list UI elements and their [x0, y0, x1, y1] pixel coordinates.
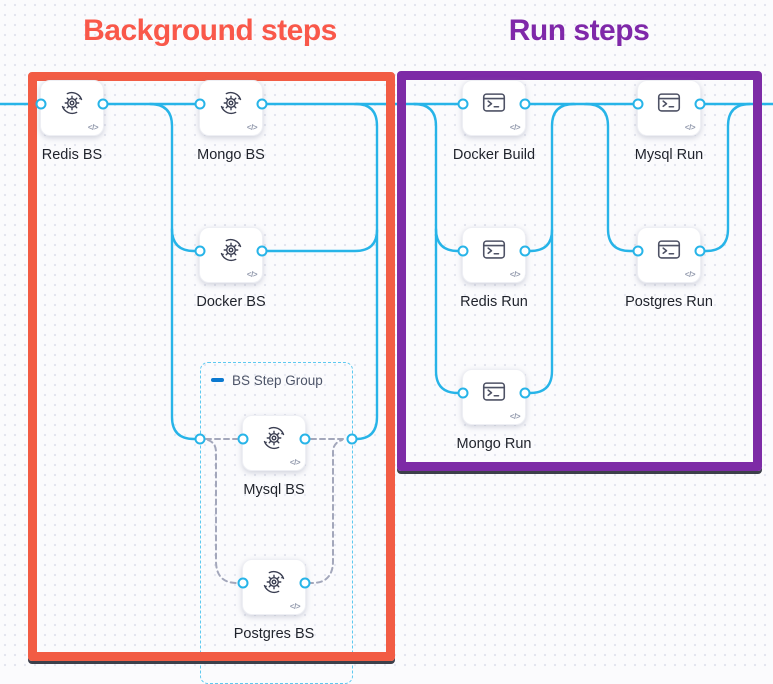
connector-port[interactable] — [457, 245, 469, 257]
step-card[interactable]: </> — [462, 80, 526, 136]
code-brackets-icon: </> — [684, 270, 696, 279]
connector-port[interactable] — [519, 245, 531, 257]
step-node-mongo-bs[interactable]: </> Mongo BS — [163, 80, 299, 163]
connector-port[interactable] — [457, 98, 469, 110]
background-step-icon — [220, 238, 242, 262]
postgresrun-in — [584, 102, 639, 253]
step-label: Postgres Run — [625, 294, 713, 310]
step-node-redis-bs[interactable]: </> Redis BS — [4, 80, 140, 163]
connector-port[interactable] — [299, 433, 311, 445]
connector-port[interactable] — [256, 245, 268, 257]
run-left-trunk — [412, 102, 464, 395]
connector-port[interactable] — [256, 98, 268, 110]
code-brackets-icon: </> — [87, 123, 99, 132]
connector-port[interactable] — [694, 98, 706, 110]
code-brackets-icon: </> — [246, 123, 258, 132]
connector-port[interactable] — [457, 387, 469, 399]
code-brackets-icon: </> — [289, 458, 301, 467]
step-card[interactable]: </> — [242, 559, 306, 615]
connector-port[interactable] — [35, 98, 47, 110]
terminal-icon — [482, 382, 506, 401]
step-label: Postgres BS — [233, 626, 315, 642]
postgresrun-out — [699, 102, 752, 253]
step-card[interactable]: </> — [462, 369, 526, 425]
connector-port[interactable] — [694, 245, 706, 257]
postgresbs-return-right — [307, 439, 343, 584]
background-step-icon — [61, 91, 83, 115]
bs-step-group-label: BS Step Group — [232, 372, 323, 388]
code-brackets-icon: </> — [509, 270, 521, 279]
connector-port[interactable] — [97, 98, 109, 110]
connector-port[interactable] — [632, 98, 644, 110]
connector-port[interactable] — [346, 433, 358, 445]
step-label: Docker BS — [196, 294, 266, 310]
step-node-postgres-run[interactable]: </> Postgres Run — [601, 227, 737, 310]
dockerbs-out — [260, 228, 379, 253]
bg-right-trunk — [352, 102, 379, 441]
code-brackets-icon: </> — [289, 602, 301, 611]
run-return-trunk — [524, 102, 576, 395]
connector-port[interactable] — [194, 98, 206, 110]
connector-port[interactable] — [299, 577, 311, 589]
step-label: Mongo Run — [456, 436, 532, 452]
connector-port[interactable] — [519, 387, 531, 399]
connector-port[interactable] — [237, 577, 249, 589]
terminal-icon — [657, 93, 681, 112]
mysqlbs-to-postgresbs-left — [207, 439, 238, 584]
code-brackets-icon: </> — [509, 123, 521, 132]
connector-port[interactable] — [632, 245, 644, 257]
step-card[interactable]: </> — [637, 227, 701, 283]
step-node-redis-run[interactable]: </> Redis Run — [426, 227, 562, 310]
step-label: Mongo BS — [197, 147, 265, 163]
step-card[interactable]: </> — [199, 227, 263, 283]
connector-port[interactable] — [194, 245, 206, 257]
step-card[interactable]: </> — [637, 80, 701, 136]
bg-left-trunk — [148, 102, 199, 441]
connector-port[interactable] — [194, 433, 206, 445]
connector-port[interactable] — [519, 98, 531, 110]
step-node-docker-build[interactable]: </> Docker Build — [426, 80, 562, 163]
step-card[interactable]: </> — [40, 80, 104, 136]
step-label: Redis Run — [460, 294, 528, 310]
step-label: Mysql Run — [634, 147, 704, 163]
terminal-icon — [482, 93, 506, 112]
bs-step-group-header: BS Step Group — [211, 371, 323, 389]
step-node-docker-bs[interactable]: </> Docker BS — [163, 227, 299, 310]
step-card[interactable]: </> — [199, 80, 263, 136]
background-step-icon — [263, 426, 285, 450]
run-steps-title: Run steps — [508, 14, 650, 47]
background-step-icon — [220, 91, 242, 115]
step-label: Mysql BS — [243, 482, 305, 498]
step-node-postgres-bs[interactable]: </> Postgres BS — [206, 559, 342, 642]
step-node-mongo-run[interactable]: </> Mongo Run — [426, 369, 562, 452]
terminal-icon — [482, 240, 506, 259]
step-node-mysql-bs[interactable]: </> Mysql BS — [206, 415, 342, 498]
code-brackets-icon: </> — [246, 270, 258, 279]
step-label: Redis BS — [41, 147, 103, 163]
terminal-icon — [657, 240, 681, 259]
step-label: Docker Build — [452, 147, 536, 163]
bg-left-branch-dockerbs — [170, 227, 201, 253]
code-brackets-icon: </> — [684, 123, 696, 132]
connector-port[interactable] — [237, 433, 249, 445]
collapse-dash-icon[interactable] — [211, 378, 224, 382]
code-brackets-icon: </> — [509, 412, 521, 421]
step-card[interactable]: </> — [242, 415, 306, 471]
step-node-mysql-run[interactable]: </> Mysql Run — [601, 80, 737, 163]
step-card[interactable]: </> — [462, 227, 526, 283]
background-step-icon — [263, 570, 285, 594]
background-steps-title: Background steps — [83, 14, 337, 47]
